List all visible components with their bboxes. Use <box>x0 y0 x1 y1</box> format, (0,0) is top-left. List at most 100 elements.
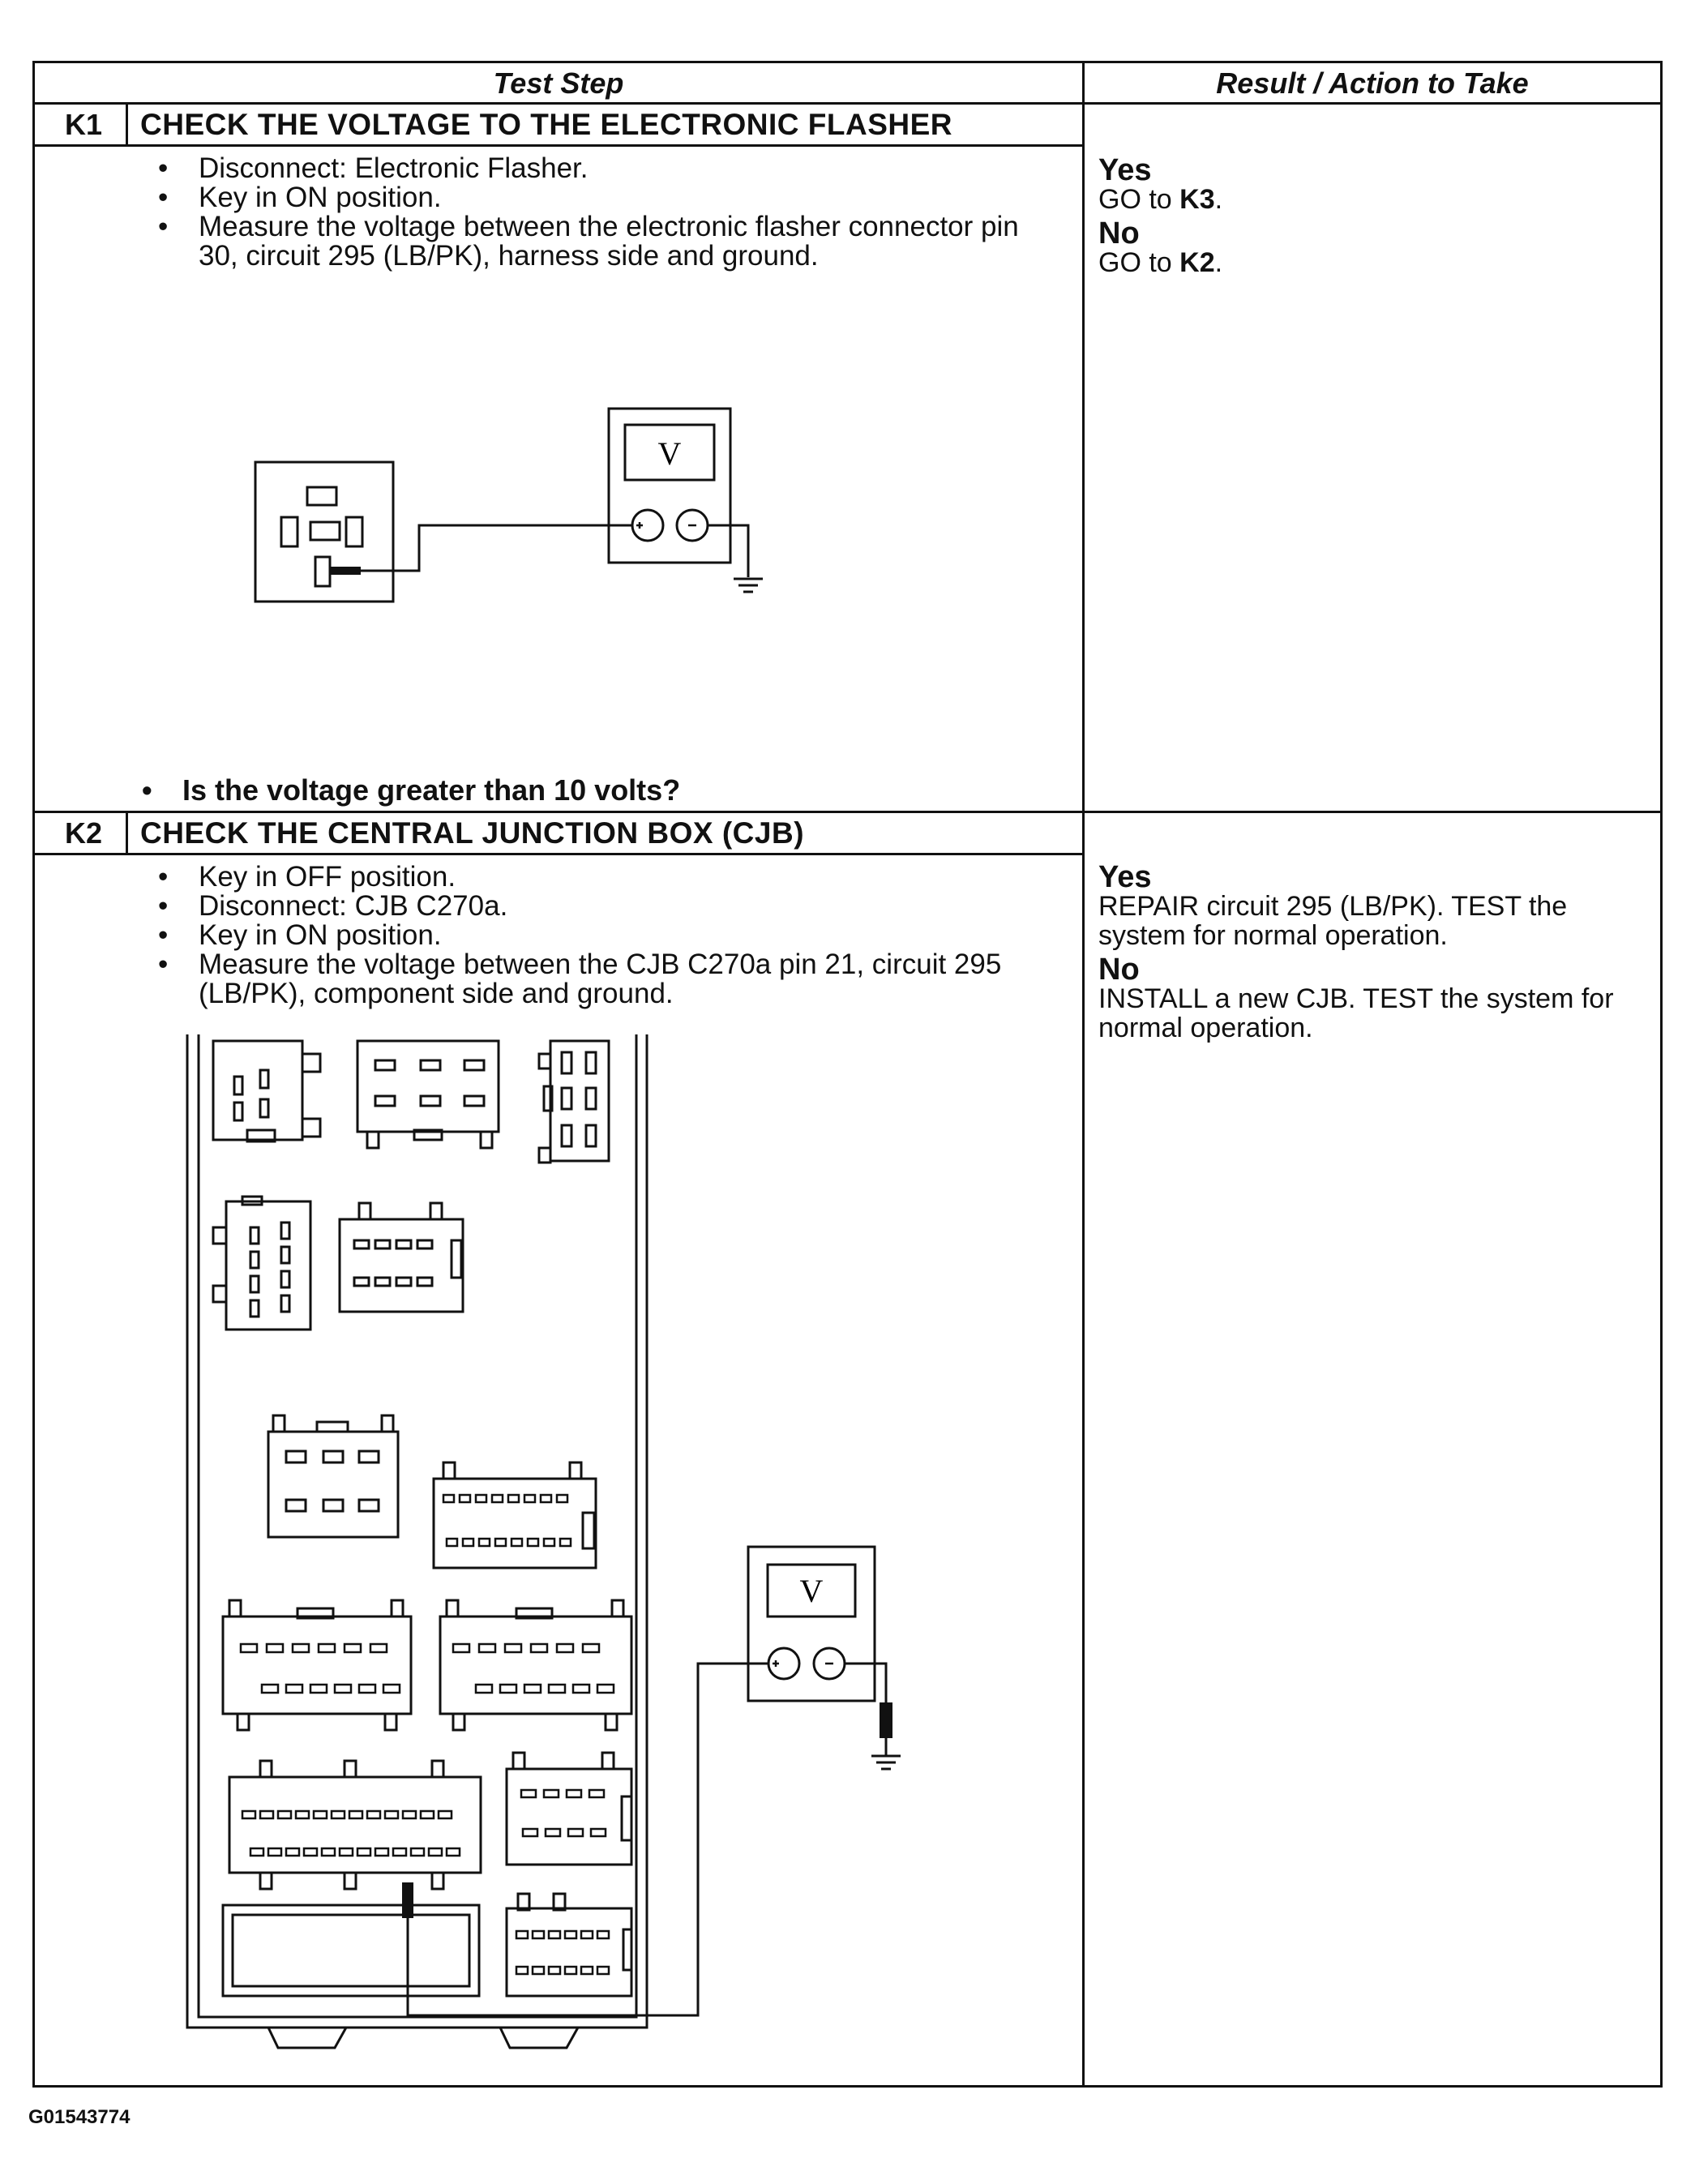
pin-cavity <box>267 1847 283 1857</box>
pin-cavity <box>547 1929 562 1940</box>
pin-cavity <box>596 1965 610 1976</box>
test-lead-positive <box>332 524 631 572</box>
pin-cavity <box>409 1847 426 1857</box>
k2-meter-symbol: V <box>800 1573 824 1609</box>
k2-yes-text: REPAIR circuit 295 (LB/PK). TEST the sys… <box>1098 891 1568 951</box>
k2-step-id: K2 <box>64 816 103 850</box>
pin-cavity <box>259 1809 275 1820</box>
pin-cavity <box>356 1847 372 1857</box>
pin-cavity <box>419 1809 435 1820</box>
k1-step-list: Disconnect: Electronic Flasher. Key in O… <box>140 154 1056 271</box>
pin-cavity <box>567 1827 584 1838</box>
k2-step-title: CHECK THE CENTRAL JUNCTION BOX (CJB) <box>140 816 805 850</box>
pin-cavity <box>366 1809 382 1820</box>
header-test-step: Test Step <box>493 66 624 100</box>
test-lead-negative <box>708 524 750 577</box>
test-lead-negative <box>845 1662 888 1702</box>
pin-cavity <box>320 1847 336 1857</box>
test-lead-positive <box>406 1662 768 2017</box>
pin-cavity <box>515 1929 529 1940</box>
pin-cavity <box>392 1847 408 1857</box>
pin-cavity <box>563 1929 578 1940</box>
pin-cavity <box>343 1642 362 1654</box>
pin-cavity <box>333 1683 353 1694</box>
pin-cavity <box>383 1809 400 1820</box>
pin-cavity <box>239 1642 259 1654</box>
pin-cavity <box>427 1847 443 1857</box>
positive-terminal-icon <box>631 508 665 542</box>
k2-no-label: No <box>1098 953 1140 987</box>
pin-cavity <box>260 1683 280 1694</box>
k1-no-ref: K2 <box>1179 247 1215 278</box>
pin-cavity <box>285 1683 304 1694</box>
pin-cavity <box>555 1493 569 1504</box>
k2-cjb-voltage-diagram: V <box>186 1034 901 2049</box>
pin-cavity <box>276 1809 293 1820</box>
pin-cavity <box>523 1493 537 1504</box>
pin-cavity <box>285 1847 301 1857</box>
pin-cavity <box>458 1493 472 1504</box>
k1-yes-text: GO to <box>1098 184 1180 215</box>
cjb-housing <box>186 1034 648 2029</box>
pin-cavity <box>529 1642 549 1654</box>
figure-id: G01543774 <box>28 2106 131 2128</box>
pin-cavity <box>503 1642 523 1654</box>
pin-cavity <box>542 1788 560 1799</box>
pin-cavity <box>330 1809 346 1820</box>
header-result-action: Result / Action to Take <box>1216 66 1529 100</box>
k2-step-list: Key in OFF position. Disconnect: CJB C27… <box>140 863 1081 1008</box>
k1-no-text: GO to <box>1098 247 1180 278</box>
k1-question: Is the voltage greater than 10 volts? <box>142 773 680 807</box>
pin-cavity <box>442 1493 456 1504</box>
pin-cavity <box>589 1827 607 1838</box>
k2-step-3: Key in ON position. <box>140 921 1081 951</box>
pin-cavity <box>477 1642 497 1654</box>
pin-cavity <box>555 1642 575 1654</box>
pin-cavity <box>461 1537 475 1548</box>
k2-step-2: Disconnect: CJB C270a. <box>140 892 1081 922</box>
pin-cavity <box>494 1537 507 1548</box>
k1-step-3: Measure the voltage between the electron… <box>140 212 1056 271</box>
pin-cavity <box>265 1642 285 1654</box>
pin-cavity <box>401 1809 417 1820</box>
pin-cavity <box>499 1683 518 1694</box>
pin-cavity <box>596 1929 610 1940</box>
pin-cavity <box>563 1965 578 1976</box>
pin-cavities <box>239 1493 615 1976</box>
pin-cavity <box>348 1809 364 1820</box>
k2-step-4: Measure the voltage between the CJB C270… <box>140 950 1081 1008</box>
pin-cavity <box>474 1493 488 1504</box>
k1-step-1: Disconnect: Electronic Flasher. <box>140 154 1056 184</box>
pin-cavity <box>523 1683 542 1694</box>
pin-cavity <box>338 1847 354 1857</box>
k1-yes-ref: K3 <box>1179 184 1215 215</box>
pin-cavity <box>474 1683 494 1694</box>
pin-cavity <box>571 1683 591 1694</box>
pin-cavity <box>452 1642 471 1654</box>
pin-cavity <box>580 1929 594 1940</box>
pin-cavity <box>510 1537 524 1548</box>
pin-cavity <box>588 1788 606 1799</box>
k1-yes-label: Yes <box>1098 153 1152 187</box>
k1-flasher-voltage-diagram: V <box>254 407 763 603</box>
k2-id-divider <box>126 811 128 854</box>
pin-cavity <box>547 1683 567 1694</box>
pin-cavity <box>382 1683 401 1694</box>
pin-cavity <box>291 1642 310 1654</box>
pin-cavity <box>520 1788 537 1799</box>
k2-yes-label: Yes <box>1098 860 1152 894</box>
pin-cavity <box>302 1847 319 1857</box>
column-divider <box>1082 63 1085 2085</box>
pin-cavity <box>526 1537 540 1548</box>
k2-result: Yes REPAIR circuit 295 (LB/PK). TEST the… <box>1098 858 1658 1043</box>
pin-cavity <box>507 1493 520 1504</box>
k1-result: Yes GO to K3. No GO to K2. <box>1098 151 1666 277</box>
pin-cavity <box>565 1788 583 1799</box>
k1-no-label: No <box>1098 216 1140 251</box>
pin-cavity <box>544 1827 562 1838</box>
pin-cavity <box>249 1847 265 1857</box>
pin-cavity <box>559 1537 572 1548</box>
flasher-connector <box>254 460 395 603</box>
pin-cavity <box>241 1809 257 1820</box>
pin-cavity <box>581 1642 601 1654</box>
